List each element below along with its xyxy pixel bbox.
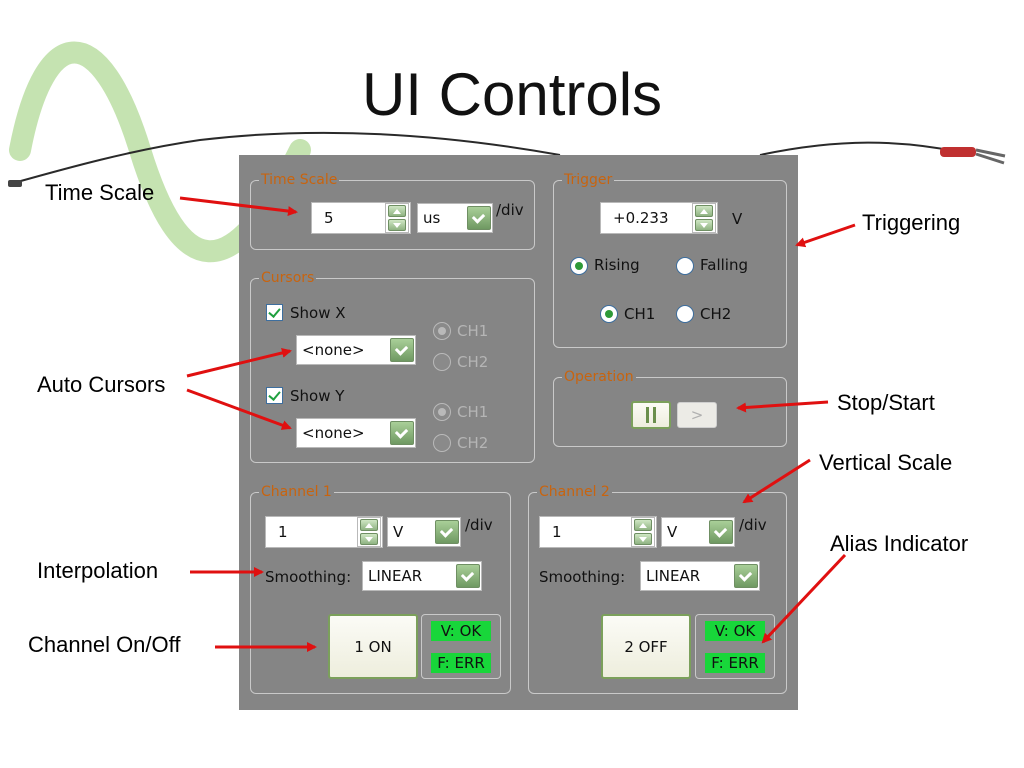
stepper-up-icon[interactable] [634,519,652,531]
channel2-scale-stepper[interactable] [631,517,655,547]
cursor-x-select[interactable]: <none> [296,335,416,365]
cursor-x-ch2-radio[interactable] [433,353,451,371]
callout-stop-start: Stop/Start [837,390,935,415]
cursor-y-ch2-label: CH2 [457,434,489,452]
time-unit-select[interactable]: us [417,203,493,233]
cursor-x-ch2-label: CH2 [457,353,489,371]
callout-interpolation: Interpolation [37,558,159,583]
rising-radio[interactable] [570,257,588,275]
stepper-up-icon[interactable] [360,519,378,531]
cursor-x-ch1-radio[interactable] [433,322,451,340]
show-x-label: Show X [290,304,346,322]
callout-triggering: Triggering [862,210,961,235]
channel2-onoff-button[interactable]: 2 OFF [601,614,691,679]
callout-vertical-scale: Vertical Scale [819,450,953,475]
stepper-down-icon[interactable] [360,533,378,545]
channel2-unit-select[interactable]: V [661,517,735,547]
pause-button[interactable] [631,401,671,429]
channel2-f-status: F: ERR [705,653,765,673]
operation-legend: Operation [562,368,636,386]
channel1-per-div-label: /div [465,516,493,534]
callout-alias-indicator: Alias Indicator [830,531,969,556]
pause-icon [646,407,656,423]
time-unit-value: us [423,209,441,227]
trigger-ch2-label: CH2 [700,305,732,323]
stepper-down-icon[interactable] [695,219,713,231]
channel1-onoff-button[interactable]: 1 ON [328,614,418,679]
cursor-y-select[interactable]: <none> [296,418,416,448]
channel2-v-status: V: OK [705,621,765,641]
channel1-unit-value: V [393,523,404,541]
cursor-y-value: <none> [302,424,365,442]
callout-auto-cursors: Auto Cursors [37,372,166,397]
stepper-up-icon[interactable] [388,205,406,217]
channel2-unit-value: V [667,523,678,541]
trigger-unit-label: V [732,210,743,228]
cursor-x-ch1-label: CH1 [457,322,489,340]
play-button[interactable]: > [677,402,717,428]
channel1-f-status: F: ERR [431,653,491,673]
channel2-smoothing-value: LINEAR [646,567,701,585]
channel2-per-div-label: /div [739,516,767,534]
channel2-legend: Channel 2 [537,483,612,501]
time-scale-stepper[interactable] [385,203,409,233]
per-div-label: /div [496,201,524,219]
trigger-legend: Trigger [562,171,615,189]
channel1-smoothing-label: Smoothing: [265,568,352,586]
time-scale-group: Time Scale 5 us /div [250,171,535,250]
chevron-down-icon[interactable] [435,520,459,544]
channel1-smoothing-value: LINEAR [368,567,423,585]
trigger-ch1-label: CH1 [624,305,656,323]
falling-radio[interactable] [676,257,694,275]
stepper-down-icon[interactable] [634,533,652,545]
channel2-smoothing-label: Smoothing: [539,568,626,586]
chevron-down-icon[interactable] [734,564,758,588]
channel2-alias-indicator: V: OK F: ERR [695,614,775,679]
probe-wire-right [759,141,961,156]
trigger-level-stepper[interactable] [692,203,716,233]
chevron-down-icon[interactable] [456,564,480,588]
chevron-down-icon[interactable] [467,206,491,230]
trigger-ch2-radio[interactable] [676,305,694,323]
probe-clip-icon [940,147,976,157]
channel2-smoothing-select[interactable]: LINEAR [640,561,760,591]
channel1-unit-select[interactable]: V [387,517,461,547]
channel2-group: Channel 2 1 V /div Smoothing: LINEAR 2 O… [528,483,787,694]
chevron-down-icon[interactable] [709,520,733,544]
cursor-y-ch2-radio[interactable] [433,434,451,452]
trigger-ch1-radio[interactable] [600,305,618,323]
channel1-group: Channel 1 1 V /div Smoothing: LINEAR 1 O… [250,483,511,694]
falling-label: Falling [700,256,748,274]
channel1-smoothing-select[interactable]: LINEAR [362,561,482,591]
cursor-x-value: <none> [302,341,365,359]
operation-group: Operation > [553,368,787,447]
callout-channel-onoff: Channel On/Off [28,632,181,657]
cursor-y-ch1-radio[interactable] [433,403,451,421]
cursor-y-ch1-label: CH1 [457,403,489,421]
slide-title: UI Controls [361,61,663,128]
channel1-alias-indicator: V: OK F: ERR [421,614,501,679]
rising-label: Rising [594,256,640,274]
control-panel: Time Scale 5 us /div Trigger +0.233 V Ri… [239,155,798,710]
show-y-checkbox[interactable] [266,387,283,404]
stepper-down-icon[interactable] [388,219,406,231]
trigger-group: Trigger +0.233 V Rising Falling CH1 CH2 [553,171,787,348]
channel1-v-status: V: OK [431,621,491,641]
callout-time-scale: Time Scale [45,180,155,205]
channel1-scale-stepper[interactable] [357,517,381,547]
chevron-down-icon[interactable] [390,338,414,362]
play-icon: > [690,406,704,424]
show-y-label: Show Y [290,387,345,405]
channel1-legend: Channel 1 [259,483,334,501]
show-x-checkbox[interactable] [266,304,283,321]
chevron-down-icon[interactable] [390,421,414,445]
cursors-group: Cursors Show X <none> CH1 CH2 Show Y <no… [250,269,535,463]
stepper-up-icon[interactable] [695,205,713,217]
cursors-legend: Cursors [259,269,317,287]
time-scale-legend: Time Scale [259,171,340,189]
arrow-triggering [795,223,856,248]
